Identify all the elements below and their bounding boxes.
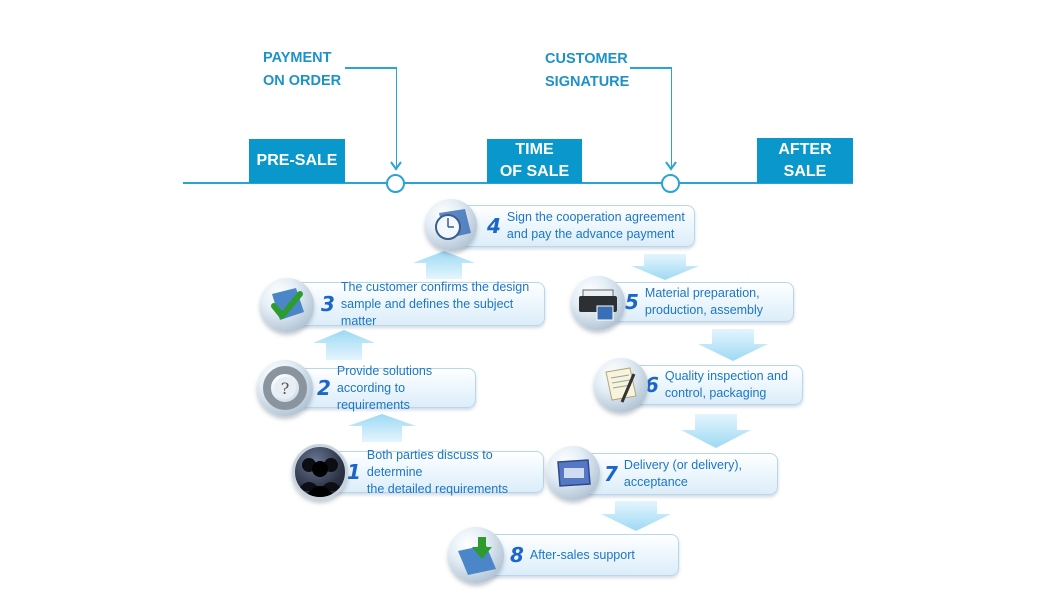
step-text: After-sales support xyxy=(529,547,635,562)
document-pen-icon xyxy=(594,358,648,412)
step-number: 5 xyxy=(625,290,639,314)
milestone-connector xyxy=(345,67,397,69)
phase-after-sale: AFTER SALE xyxy=(757,138,853,183)
step-text: Both parties discuss to determine the de… xyxy=(366,447,508,496)
step-number: 1 xyxy=(347,460,361,484)
step-number: 3 xyxy=(321,292,335,316)
phase-label: AFTER xyxy=(778,140,832,158)
step-6: 6 Quality inspection and control, packag… xyxy=(618,365,803,405)
download-book-icon xyxy=(448,527,504,583)
flow-arrow-up xyxy=(313,330,375,360)
milestone-connector xyxy=(395,67,397,168)
flow-arrow-up xyxy=(348,414,416,442)
step-text: Material preparation, production, assemb… xyxy=(644,286,764,317)
arrowhead-icon xyxy=(390,161,402,171)
milestone-node xyxy=(386,174,405,193)
phase-label: TIME xyxy=(515,141,554,158)
step-number: 8 xyxy=(510,543,524,567)
milestone-label: PAYMENT xyxy=(263,50,332,66)
arrowhead-icon xyxy=(665,161,677,171)
milestone-payment-on-order: PAYMENT ON ORDER xyxy=(263,47,341,93)
step-text: Delivery (or delivery), acceptance xyxy=(623,458,743,489)
milestone-label: CUSTOMER xyxy=(545,51,628,67)
step-text: Sign the cooperation agreement and pay t… xyxy=(506,210,685,241)
flow-arrow-down xyxy=(601,501,671,531)
phase-label: PRE-SALE xyxy=(256,152,338,169)
flow-arrow-down xyxy=(631,254,699,280)
phase-time-of-sale: TIME OF SALE xyxy=(487,139,582,183)
milestone-connector xyxy=(630,67,672,69)
timeline-line xyxy=(183,182,853,184)
svg-text:?: ? xyxy=(281,379,290,398)
people-icon xyxy=(292,444,348,500)
step-text: The customer confirms the design sample … xyxy=(340,279,530,328)
flow-arrow-up xyxy=(413,251,475,279)
checkmark-book-icon xyxy=(260,278,314,332)
step-text: Provide solutions according to requireme… xyxy=(336,363,433,412)
phase-pre-sale: PRE-SALE xyxy=(249,139,345,183)
step-number: 6 xyxy=(645,373,659,397)
clock-icon xyxy=(425,199,477,251)
step-text: Quality inspection and control, packagin… xyxy=(664,369,788,400)
milestone-customer-signature: CUSTOMER SIGNATURE xyxy=(545,48,629,94)
phase-label: SALE xyxy=(783,162,827,180)
step-number: 7 xyxy=(604,462,618,486)
flow-arrow-down xyxy=(698,329,768,361)
step-number: 4 xyxy=(487,214,501,238)
step-4: 4 Sign the cooperation agreement and pay… xyxy=(452,205,695,247)
step-number: 2 xyxy=(317,376,331,400)
step-2: 2 Provide solutions according to require… xyxy=(290,364,476,412)
step-1: 1 Both parties discuss to determine the … xyxy=(320,448,544,496)
milestone-label: SIGNATURE xyxy=(545,74,630,90)
step-8: 8 After-sales support xyxy=(475,534,679,576)
printer-icon xyxy=(571,276,625,330)
step-5: 5 Material preparation, production, asse… xyxy=(598,282,794,322)
flow-arrow-down xyxy=(681,414,751,448)
milestone-connector xyxy=(670,67,672,168)
question-lifebuoy-icon: ? xyxy=(257,360,313,416)
milestone-label: ON ORDER xyxy=(263,73,342,89)
step-7: 7 Delivery (or delivery), acceptance xyxy=(575,453,778,495)
milestone-node xyxy=(661,174,680,193)
phase-label: OF SALE xyxy=(499,163,570,180)
step-3: 3 The customer confirms the design sampl… xyxy=(290,280,545,328)
window-icon xyxy=(546,446,600,500)
